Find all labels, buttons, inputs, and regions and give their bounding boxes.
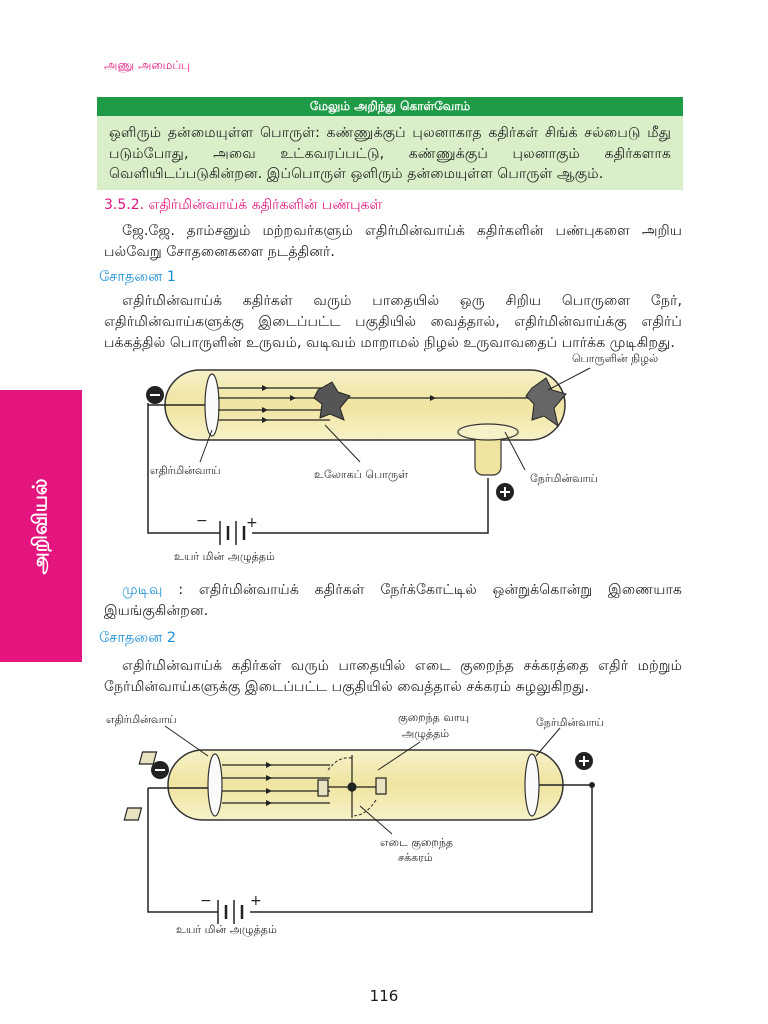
side-tab-label: அறிவியல்	[27, 478, 52, 574]
section-heading: 3.5.2. எதிர்மின்வாய்க் கதிர்களின் பண்புக…	[104, 197, 383, 213]
experiment1-paragraph: எதிர்மின்வாய்க் கதிர்கள் வரும் பாதையில் …	[104, 291, 682, 354]
cathode-disc-2	[207, 753, 223, 817]
pressure-label-2: அழுத்தம்	[402, 727, 449, 741]
conclusion-label: முடிவு	[122, 582, 163, 598]
side-tab-label-wrap: அறிவியல்	[0, 390, 82, 662]
battery2-plus: +	[250, 893, 262, 909]
paddle-wheel-icon	[123, 751, 387, 821]
conclusion-separator: :	[162, 582, 199, 598]
metal-object-icon	[313, 381, 351, 421]
cathode-label-2: எதிர்மின்வாய்	[106, 713, 177, 726]
anode-disc	[457, 423, 519, 441]
voltage-label-1: உயர் மின் அழுத்தம்	[174, 550, 275, 564]
info-box-header: மேலும் அறிந்து கொள்வோம்	[97, 97, 683, 116]
cathode-label-1: எதிர்மின்வாய்	[150, 464, 221, 477]
battery2-minus: −	[200, 893, 212, 909]
conclusion-paragraph: முடிவு : எதிர்மின்வாய்க் கதிர்கள் நேர்க்…	[104, 580, 682, 622]
voltage-label-2: உயர் மின் அழுத்தம்	[176, 923, 277, 937]
diagram-wheel-experiment: − + எதிர்மின்வாய்	[106, 711, 604, 937]
shadow-icon	[525, 377, 567, 428]
experiment1-text: எதிர்மின்வாய்க் கதிர்கள் வரும் பாதையில் …	[104, 293, 682, 351]
discharge-tube-2	[167, 749, 564, 821]
anode-label-2: நேர்மின்வாய்	[536, 716, 604, 729]
pressure-label-1: குறைந்த வாயு	[398, 711, 469, 726]
diagram-shadow-experiment: − + பொருளின் நிழல் எதிர்மின்வாய் உலோகப் …	[146, 352, 658, 564]
object-label: உலோகப் பொருள்	[314, 468, 408, 481]
chapter-title: அணு அமைப்பு	[104, 58, 191, 72]
experiment1-title: சோதனை 1	[99, 269, 176, 285]
anode-disc-2	[524, 753, 540, 817]
experiment2-paragraph: எதிர்மின்வாய்க் கதிர்கள் வரும் பாதையில் …	[104, 656, 682, 698]
intro-paragraph: ஜே.ஜே. தாம்சனும் மற்றவர்களும் எதிர்மின்வ…	[104, 221, 682, 263]
experiment2-text: எதிர்மின்வாய்க் கதிர்கள் வரும் பாதையில் …	[104, 658, 682, 695]
experiment2-title: சோதனை 2	[99, 630, 176, 646]
cathode-disc	[204, 373, 220, 437]
side-tab	[0, 390, 82, 662]
wheel-label-1: எடை குறைந்த	[380, 836, 453, 851]
anode-label-1: நேர்மின்வாய்	[530, 472, 598, 485]
shadow-label: பொருளின் நிழல்	[572, 352, 658, 365]
intro-text: ஜே.ஜே. தாம்சனும் மற்றவர்களும் எதிர்மின்வ…	[104, 223, 682, 260]
wheel-label-2: சக்கரம்	[398, 851, 433, 864]
battery-plus: +	[246, 515, 258, 531]
conclusion-text: எதிர்மின்வாய்க் கதிர்கள் நேர்க்கோட்டில் …	[104, 582, 682, 619]
info-box-body: ஒளிரும் தன்மையுள்ள பொருள்: கண்ணுக்குப் ப…	[97, 116, 683, 190]
page-number: 116	[369, 987, 399, 1005]
battery-minus: −	[196, 513, 208, 529]
